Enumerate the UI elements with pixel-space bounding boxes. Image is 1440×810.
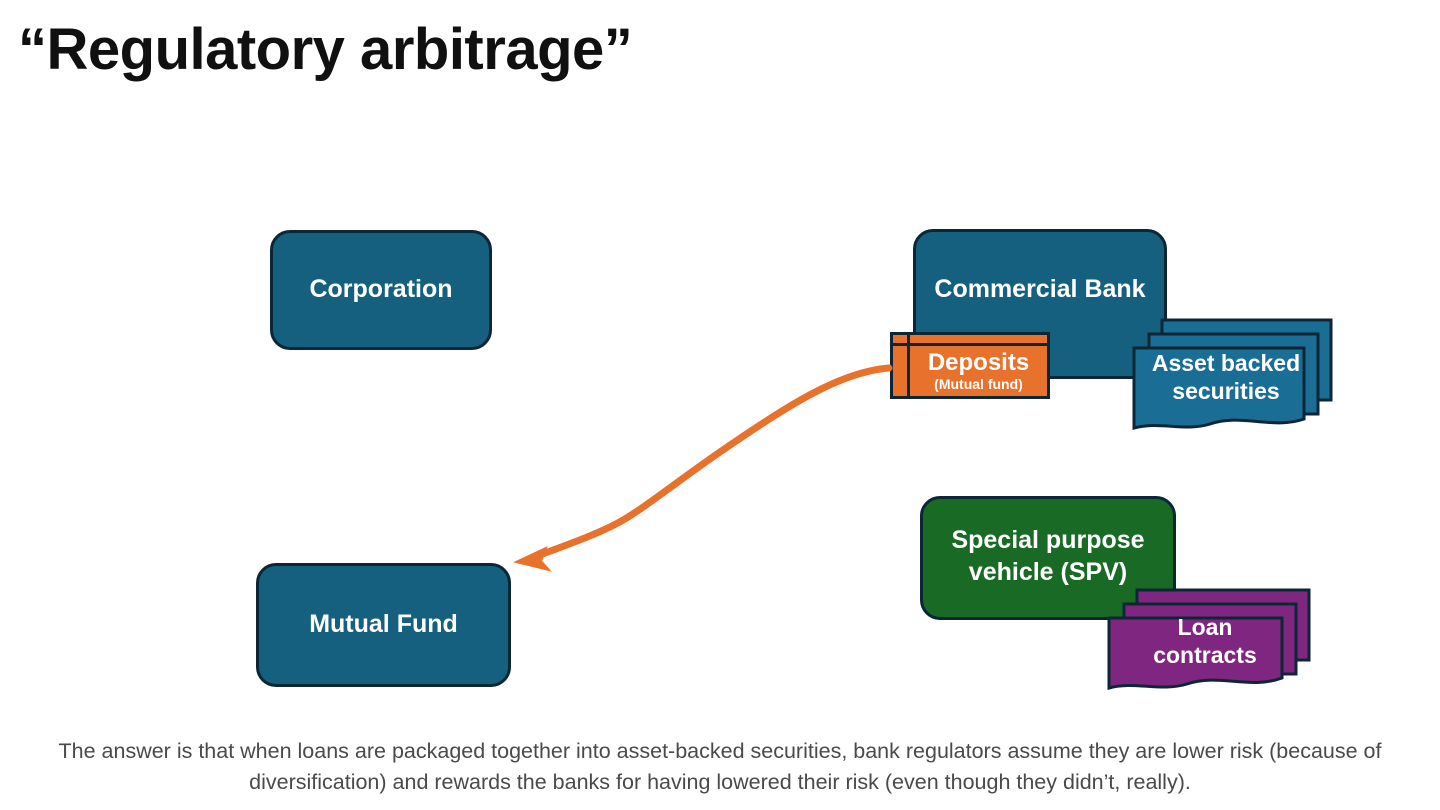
node-deposits-text: Deposits (Mutual fund): [910, 346, 1047, 396]
node-loan-contracts-label: Loan contracts: [1153, 614, 1257, 668]
connector-line: [528, 364, 893, 562]
table-column-divider: [907, 335, 910, 396]
node-mutual-fund-label: Mutual Fund: [309, 610, 458, 639]
node-corporation-label: Corporation: [309, 275, 453, 304]
node-asset-backed-securities-label: Asset backed securities: [1151, 350, 1301, 404]
node-deposits-sublabel: (Mutual fund): [934, 376, 1023, 393]
node-deposits[interactable]: Deposits (Mutual fund): [890, 332, 1050, 399]
document-stack-icon: [1107, 588, 1311, 690]
node-corporation[interactable]: Corporation: [270, 230, 492, 350]
table-header-divider: [893, 343, 1047, 346]
diagram-canvas: Corporation Mutual Fund Commercial Bank …: [256, 229, 1334, 693]
node-loan-contracts[interactable]: Loan contracts: [1107, 588, 1312, 693]
node-commercial-bank-label: Commercial Bank: [934, 275, 1146, 303]
node-mutual-fund[interactable]: Mutual Fund: [256, 563, 511, 687]
node-deposits-label: Deposits: [927, 349, 1030, 377]
node-special-purpose-vehicle[interactable]: Special purpose vehicle (SPV): [920, 496, 1176, 620]
arrowhead-icon: [512, 546, 552, 572]
node-asset-backed-securities[interactable]: Asset backed securities: [1132, 318, 1334, 436]
page-title: “Regulatory arbitrage”: [18, 17, 633, 82]
slide-caption: The answer is that when loans are packag…: [58, 739, 1382, 794]
node-special-purpose-vehicle-label: Special purpose vehicle (SPV): [951, 526, 1145, 586]
document-stack-icon: [1132, 318, 1333, 430]
